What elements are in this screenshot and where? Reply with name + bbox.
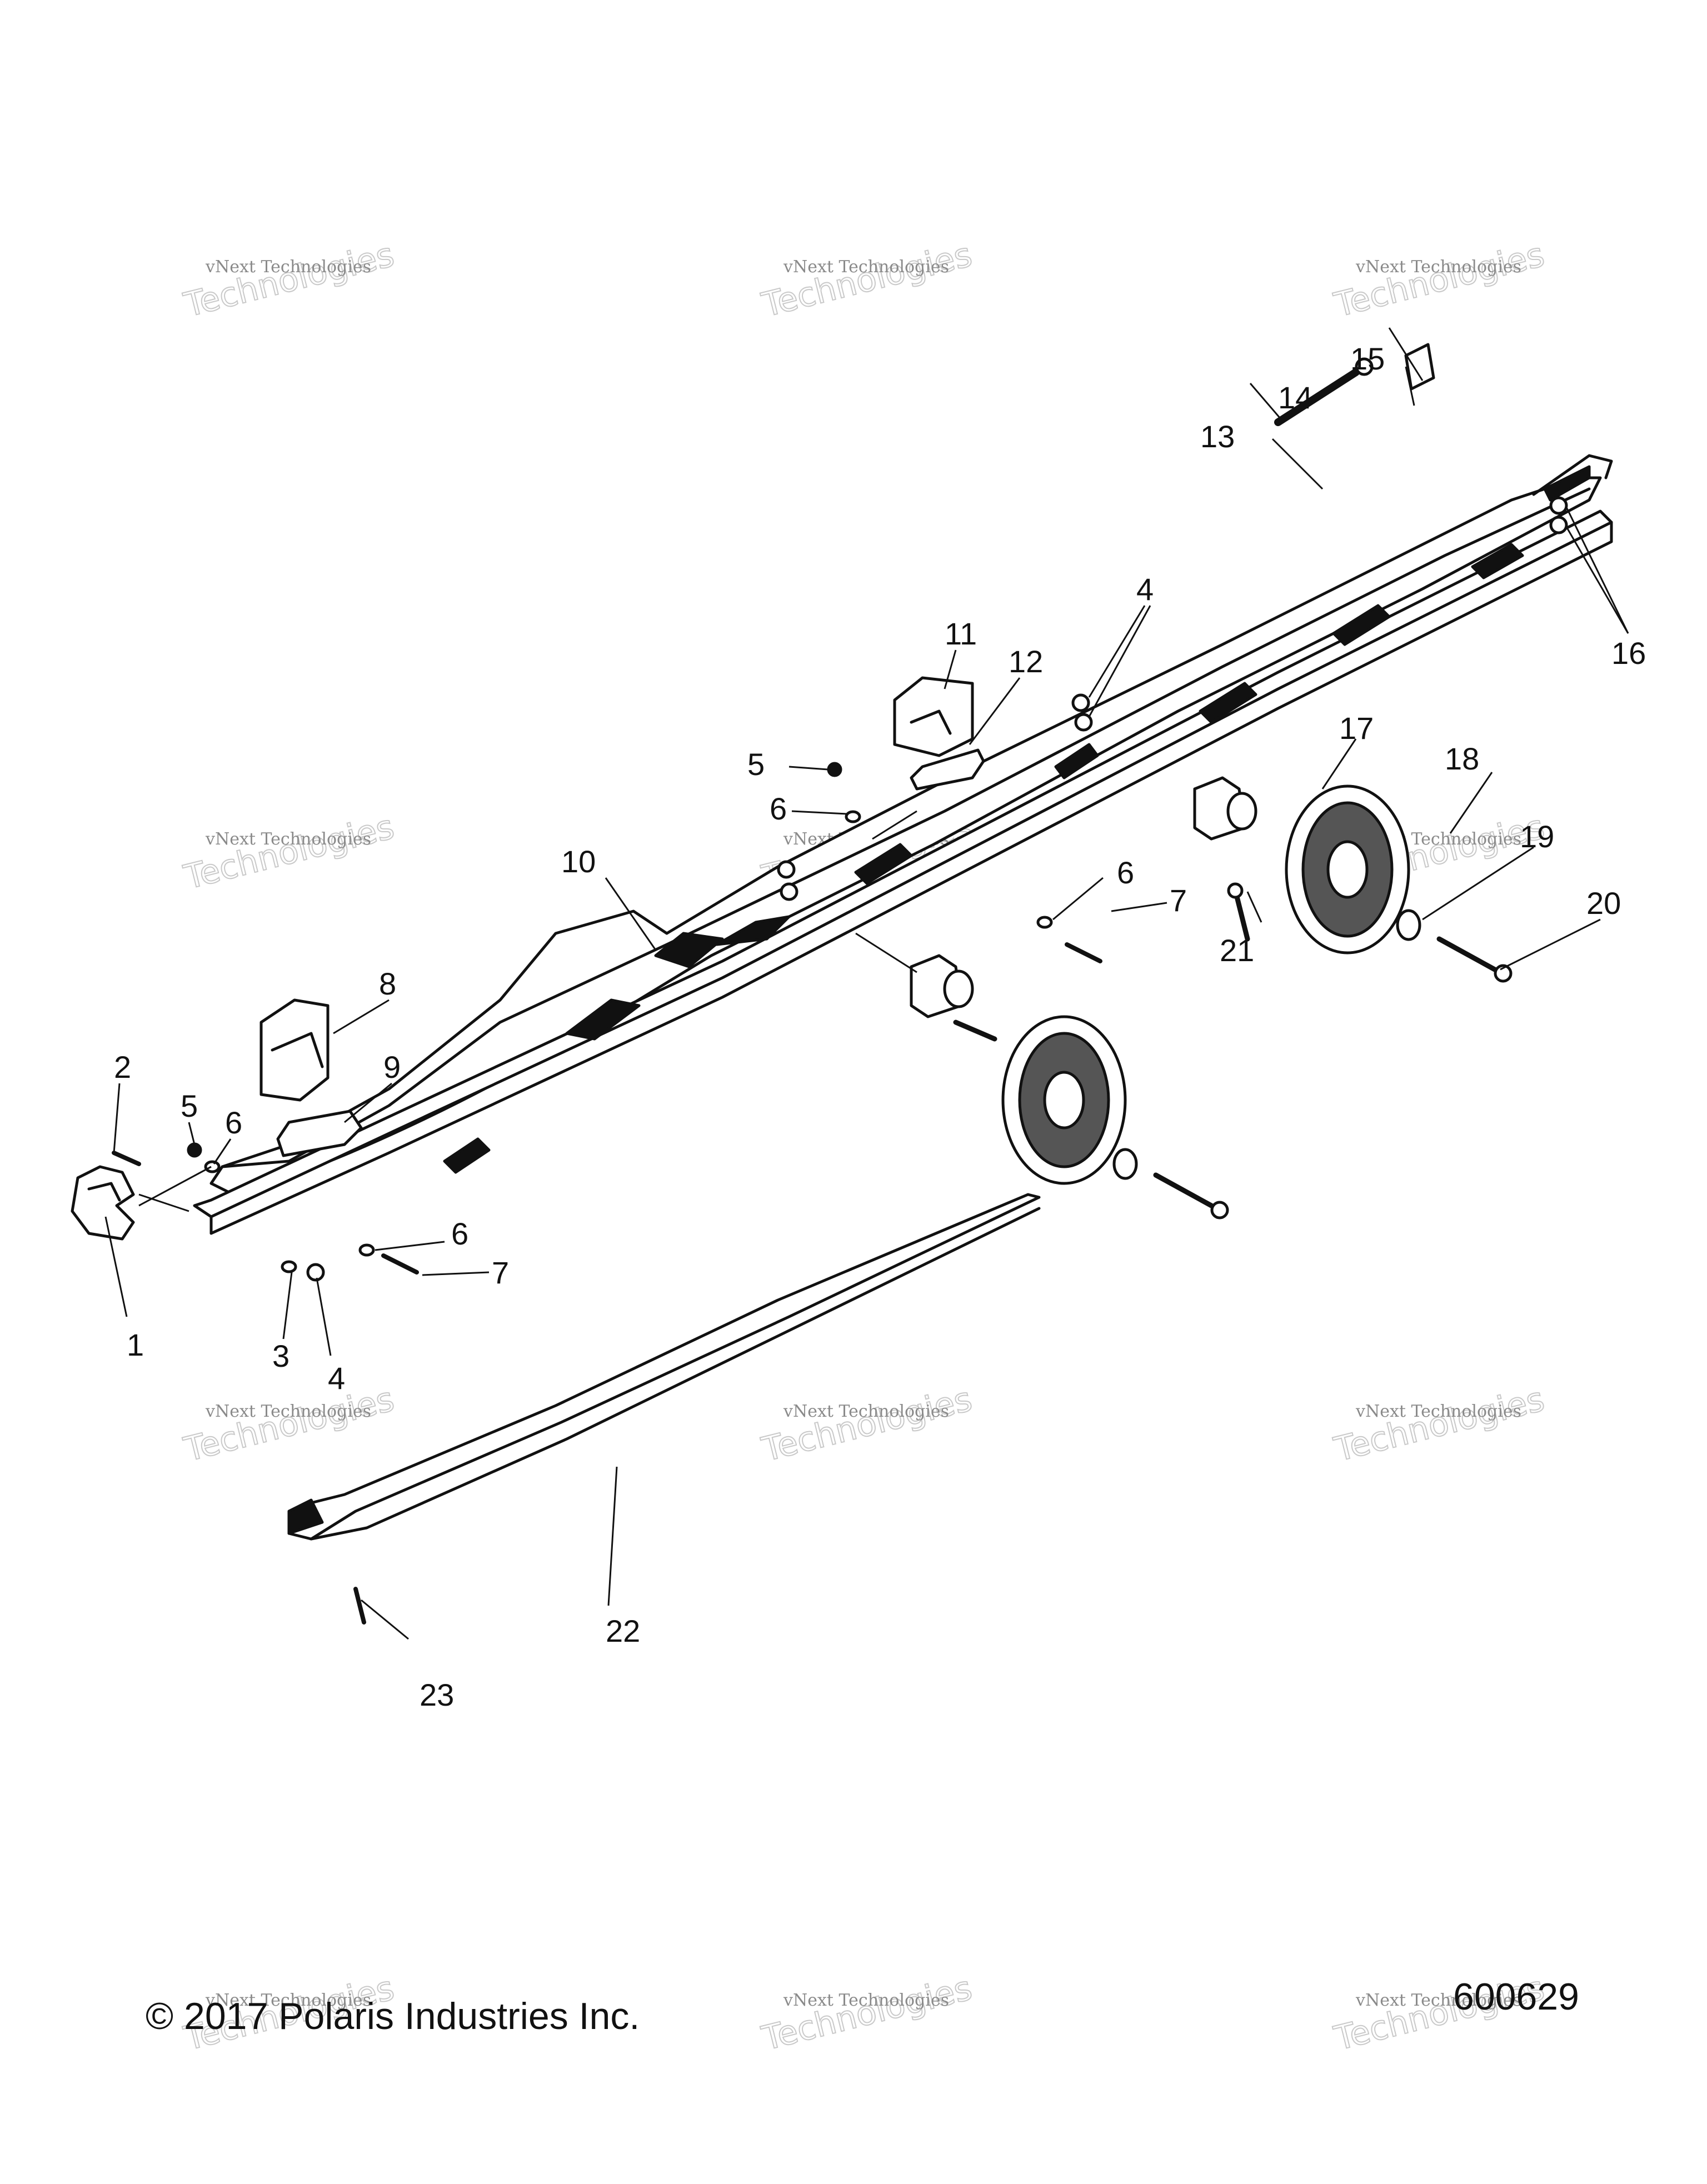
watermarks: Technologies vNext Technologies Technolo… <box>179 234 1549 2058</box>
front-cap <box>71 1165 135 1241</box>
callout-5: 5 <box>181 1088 198 1123</box>
callout-5-b: 5 <box>747 747 765 782</box>
callout-10: 10 <box>561 844 596 879</box>
callout-23: 23 <box>420 1677 454 1712</box>
callout-19: 19 <box>1520 819 1554 854</box>
rear-block <box>893 676 985 791</box>
watermark: Technologies vNext Technologies <box>757 1968 976 2058</box>
svg-text:Technologies: Technologies <box>180 1380 398 1469</box>
callout-11: 11 <box>945 616 977 651</box>
callout-8: 8 <box>379 966 396 1001</box>
watermark: Technologies vNext Technologies <box>179 807 398 897</box>
parts <box>71 343 1613 1625</box>
watermark: Technologies vNext Technologies <box>757 234 976 325</box>
callout-6: 6 <box>225 1105 242 1140</box>
callout-4-b: 4 <box>1136 572 1154 607</box>
nuts <box>187 496 1568 1282</box>
callout-3: 3 <box>272 1338 290 1373</box>
svg-text:vNext Technologies: vNext Technologies <box>783 1402 949 1421</box>
callout-6-b: 6 <box>451 1216 468 1251</box>
watermark: Technologies vNext Technologies <box>179 1379 398 1470</box>
wheel-spacer-lower <box>910 954 974 1018</box>
callouts: 1 2 3 4 4 5 5 6 6 6 6 7 7 8 9 10 11 12 1… <box>114 341 1646 1712</box>
svg-text:vNext Technologies: vNext Technologies <box>1355 1402 1521 1421</box>
callout-7-b: 7 <box>1170 883 1187 918</box>
callout-18: 18 <box>1445 741 1479 776</box>
callout-6-c: 6 <box>770 791 787 826</box>
callout-4: 4 <box>328 1361 345 1396</box>
svg-text:vNext Technologies: vNext Technologies <box>1355 257 1521 277</box>
callout-1: 1 <box>127 1327 144 1362</box>
callout-13: 13 <box>1200 419 1235 454</box>
svg-text:vNext Technologies: vNext Technologies <box>1355 1991 1521 2010</box>
svg-text:vNext Technologies: vNext Technologies <box>205 257 371 277</box>
bolts <box>112 882 1513 1625</box>
callout-17: 17 <box>1339 711 1374 746</box>
svg-text:vNext Technologies: vNext Technologies <box>783 1991 949 2010</box>
figure-number: 600629 <box>1453 1976 1579 2018</box>
watermark: Technologies vNext Technologies <box>1330 1379 1549 1470</box>
leader-lines <box>104 327 1629 1640</box>
callout-22: 22 <box>606 1613 640 1648</box>
callout-12: 12 <box>1009 644 1043 679</box>
watermark: Technologies vNext Technologies <box>179 234 398 325</box>
copyright-notice: © 2017 Polaris Industries Inc. <box>146 1995 640 2037</box>
callout-9: 9 <box>383 1049 401 1084</box>
callout-16: 16 <box>1611 636 1646 671</box>
washers <box>204 810 1421 1273</box>
callout-20: 20 <box>1586 886 1621 921</box>
svg-text:vNext Technologies: vNext Technologies <box>205 1402 371 1421</box>
watermark: Technologies vNext Technologies <box>757 1379 976 1470</box>
callout-15: 15 <box>1350 341 1385 376</box>
idler-wheel-lower <box>1001 1015 1127 1185</box>
svg-text:Technologies: Technologies <box>758 1380 976 1469</box>
spring-rod <box>1274 343 1435 426</box>
svg-text:Technologies: Technologies <box>180 807 398 897</box>
svg-text:Technologies: Technologies <box>758 235 976 324</box>
svg-text:Technologies: Technologies <box>1330 235 1548 324</box>
callout-21: 21 <box>1220 933 1254 968</box>
svg-text:Technologies: Technologies <box>180 235 398 324</box>
callout-7: 7 <box>492 1255 509 1290</box>
watermark: Technologies vNext Technologies <box>1330 234 1549 325</box>
svg-text:vNext Technologies: vNext Technologies <box>783 257 949 277</box>
callout-6-d: 6 <box>1117 855 1134 890</box>
svg-text:vNext Technologies: vNext Technologies <box>205 829 371 849</box>
idler-wheel-upper <box>1285 784 1410 954</box>
callout-14: 14 <box>1278 380 1312 415</box>
slide-rail <box>287 1193 1041 1541</box>
wheel-spacer-upper <box>1193 776 1257 841</box>
bumper-block <box>259 998 363 1157</box>
callout-2: 2 <box>114 1049 131 1084</box>
svg-text:Technologies: Technologies <box>1330 1380 1548 1469</box>
svg-text:vNext Technologies: vNext Technologies <box>205 1991 371 2010</box>
svg-text:Technologies: Technologies <box>758 1968 976 2058</box>
